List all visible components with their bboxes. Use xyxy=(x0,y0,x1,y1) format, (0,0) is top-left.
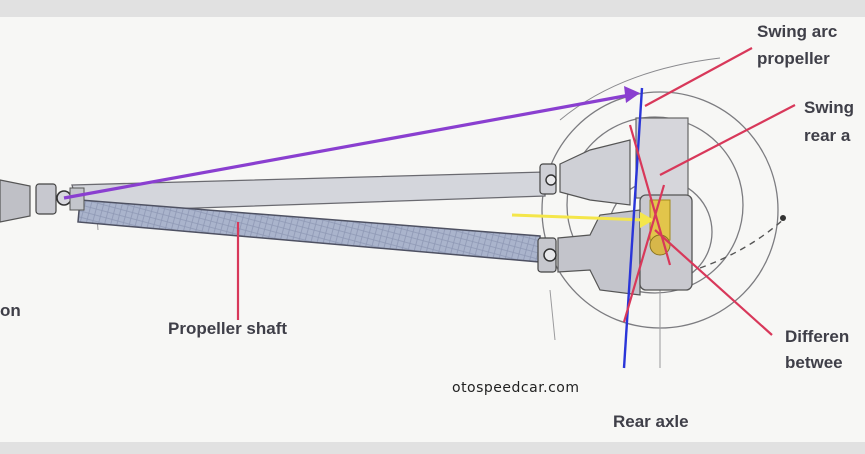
differential-label-line1: Differen xyxy=(785,327,850,346)
rear-upper-joint xyxy=(539,139,631,206)
middle-swing-circle xyxy=(566,116,744,294)
watermark-text: otospeedcar.com xyxy=(452,380,580,396)
purple-arc-arrow xyxy=(63,86,640,200)
differential-housing xyxy=(635,117,693,291)
rear-lower-joint xyxy=(537,209,641,296)
propeller-shaft-label: Propeller shaft xyxy=(168,319,288,338)
top-frame-bar xyxy=(0,0,865,17)
bottom-frame-bar xyxy=(0,442,865,454)
swing-arc-label-line1: Swing arc xyxy=(757,22,838,41)
swing-rear-label-line2: rear a xyxy=(804,126,851,145)
dashed-swing-path xyxy=(699,217,786,269)
swing-arc-label-line2: propeller xyxy=(757,49,830,68)
differential-label-line2: betwee xyxy=(785,353,843,372)
yellow-arrow xyxy=(511,212,654,228)
red-leader-lines xyxy=(236,47,796,336)
pivot-dot xyxy=(780,215,786,221)
propeller-shaft-diagram xyxy=(0,47,796,369)
upper-arc-line xyxy=(559,57,721,121)
front-universal-joint xyxy=(0,179,85,223)
propeller-shaft-tube xyxy=(77,199,541,263)
left-partial-label: on xyxy=(0,301,21,320)
rear-axle-label: Rear axle xyxy=(613,412,689,431)
swing-rear-label-line1: Swing xyxy=(804,98,855,117)
diagram-canvas: Swing arc propeller Swing rear a Differe… xyxy=(0,17,865,442)
blue-reference-line xyxy=(622,87,644,369)
